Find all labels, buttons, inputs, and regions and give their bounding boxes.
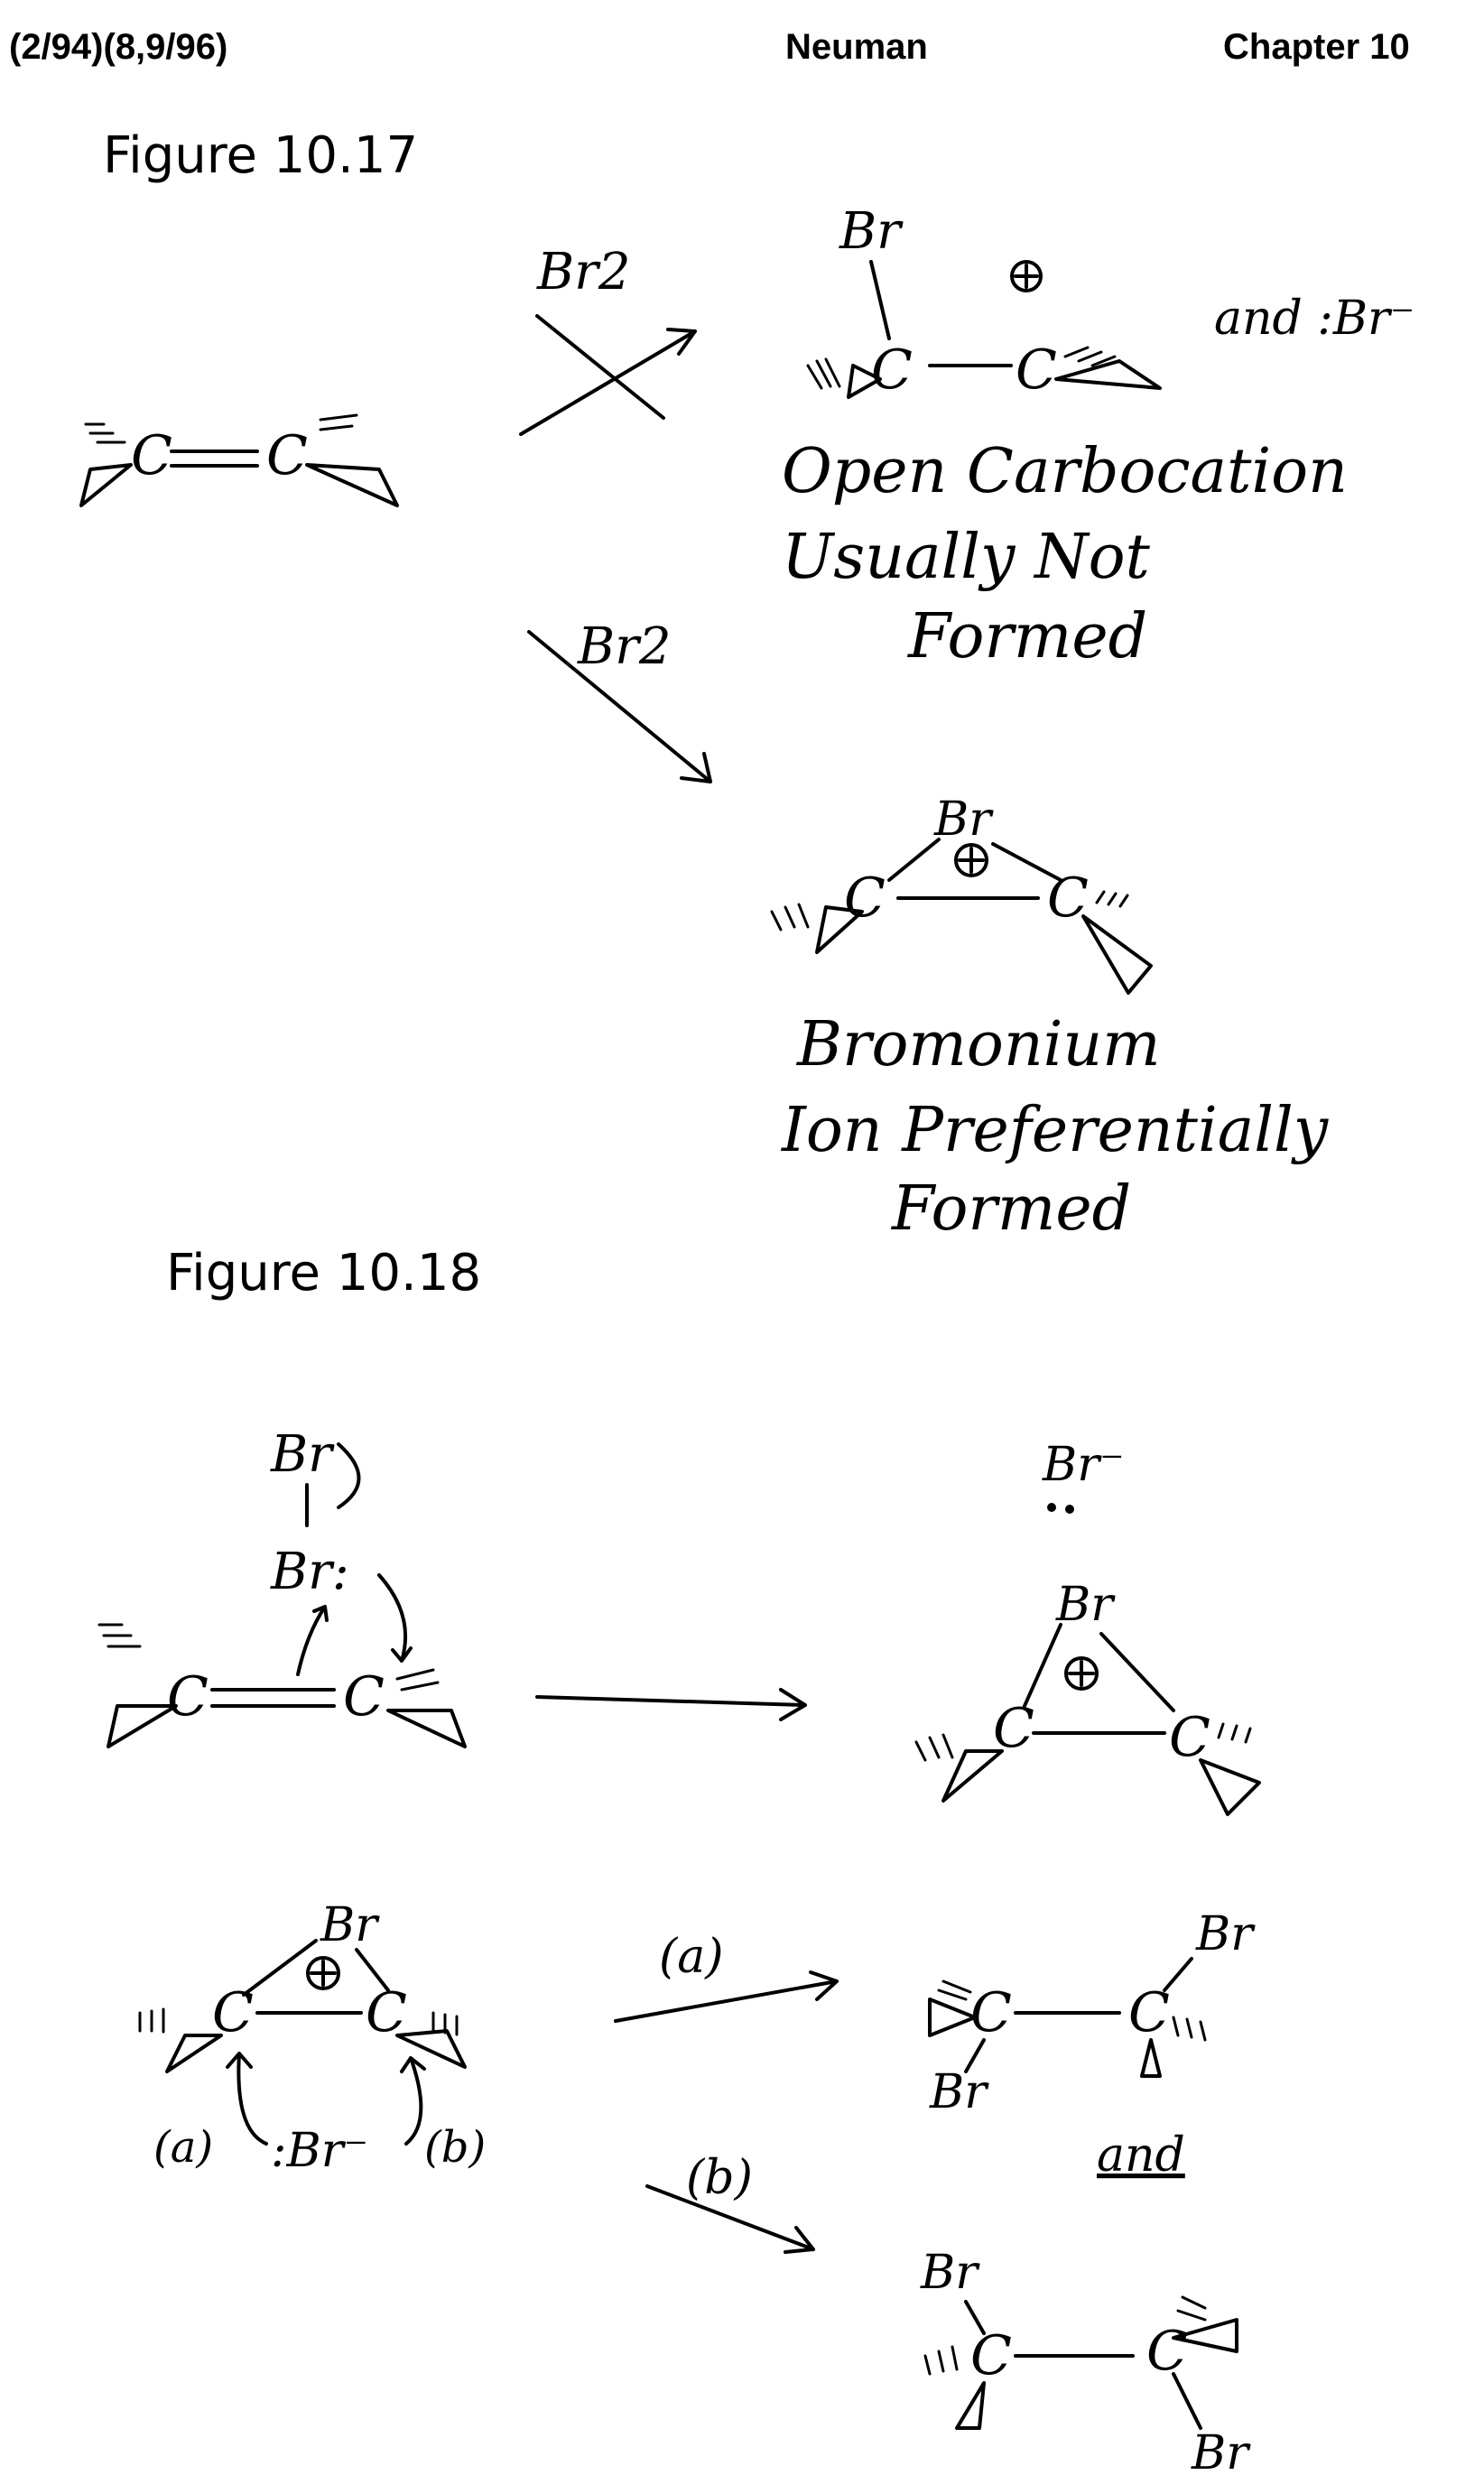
reagent-label: Br2 — [536, 243, 631, 301]
carbon-label: C — [1146, 2320, 1188, 2383]
reaction-arrow — [535, 1688, 807, 1721]
bromonium-product: Br⁻ Br C C — [914, 1438, 1261, 1816]
br-label: Br: — [270, 1543, 349, 1601]
header-left: (2/94)(8,9/96) — [9, 27, 228, 67]
header-center: Neuman — [785, 27, 928, 67]
figure-10-18-title: Figure 10.18 — [166, 1244, 482, 1302]
svg-text:Ion Preferentially: Ion Preferentially — [780, 1095, 1330, 1166]
bromide-nucleophile-label: :Br⁻ — [271, 2124, 368, 2178]
path-b-arrow: (b) — [645, 2151, 815, 2254]
crossed-arrow: Br2 — [519, 243, 697, 436]
br-label: Br — [933, 793, 994, 847]
carbon-label: C — [970, 2324, 1012, 2387]
svg-text:Bromonium: Bromonium — [795, 1009, 1161, 1080]
path-a-label: (a) — [659, 1930, 724, 1984]
reagent-label: Br2 — [577, 617, 672, 676]
carbon-label: C — [1047, 867, 1089, 930]
and-bromide-label: and :Br⁻ — [1214, 292, 1414, 346]
br-label: Br — [1191, 2426, 1251, 2475]
br-label: Br — [920, 2246, 980, 2300]
bromonium-arrow: Br2 — [527, 617, 712, 783]
carbon-label: C — [970, 1981, 1012, 2044]
carbon-label: C — [844, 867, 886, 930]
alkene-reactant: C C — [79, 413, 399, 507]
carbon-label: C — [266, 424, 308, 487]
carbon-label: C — [1169, 1706, 1210, 1769]
header-right: Chapter 10 — [1223, 27, 1410, 67]
br-label: Br — [320, 1898, 380, 1952]
bromonium-attack: Br C C (a) :Br⁻ (b) — [138, 1898, 486, 2178]
and-label: and — [1097, 2128, 1185, 2183]
br-label: Br — [1055, 1578, 1116, 1632]
br-label: Br — [929, 2065, 989, 2119]
figure-10-17-title: Figure 10.17 — [103, 126, 419, 185]
path-b-label: (b) — [424, 2122, 486, 2173]
path-a-label: (a) — [153, 2122, 213, 2173]
carbon-label: C — [167, 1665, 209, 1729]
carbon-label: C — [1016, 338, 1057, 402]
carbon-label: C — [131, 424, 172, 487]
br-label: Br — [270, 1425, 335, 1484]
svg-text:Open Carbocation: Open Carbocation — [782, 436, 1348, 507]
bromonium-caption: Bromonium Ion Preferentially Formed — [780, 1009, 1330, 1245]
path-a-arrow: (a) — [614, 1930, 839, 2023]
bromonium-ion: Br C C — [770, 793, 1153, 995]
open-carbocation-caption: Open Carbocation Usually Not Formed — [782, 436, 1348, 672]
br-label: Br — [1195, 1907, 1256, 1961]
carbon-label: C — [343, 1665, 385, 1729]
open-carbocation: Br C C and :Br⁻ — [806, 202, 1414, 402]
svg-text:Formed: Formed — [906, 601, 1147, 672]
svg-text:Usually Not: Usually Not — [782, 522, 1151, 593]
path-b-label: (b) — [686, 2151, 753, 2205]
bromide-anion-label: Br⁻ — [1042, 1438, 1125, 1492]
alkene-bromine-complex: Br Br: C C — [97, 1425, 467, 1748]
svg-text:Formed: Formed — [890, 1173, 1131, 1245]
carbon-label: C — [1128, 1981, 1170, 2044]
br-label: Br — [839, 202, 904, 261]
product-b: Br C C Br — [920, 2246, 1251, 2475]
carbon-label: C — [871, 338, 913, 402]
product-a: Br C C Br — [928, 1907, 1256, 2119]
